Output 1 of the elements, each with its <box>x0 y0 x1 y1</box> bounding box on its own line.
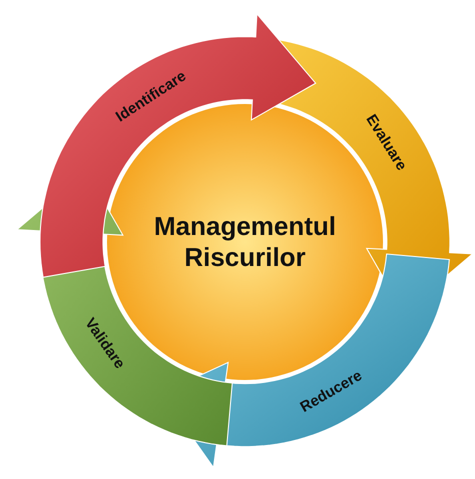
center-title: Managementul Riscurilor <box>152 211 338 274</box>
